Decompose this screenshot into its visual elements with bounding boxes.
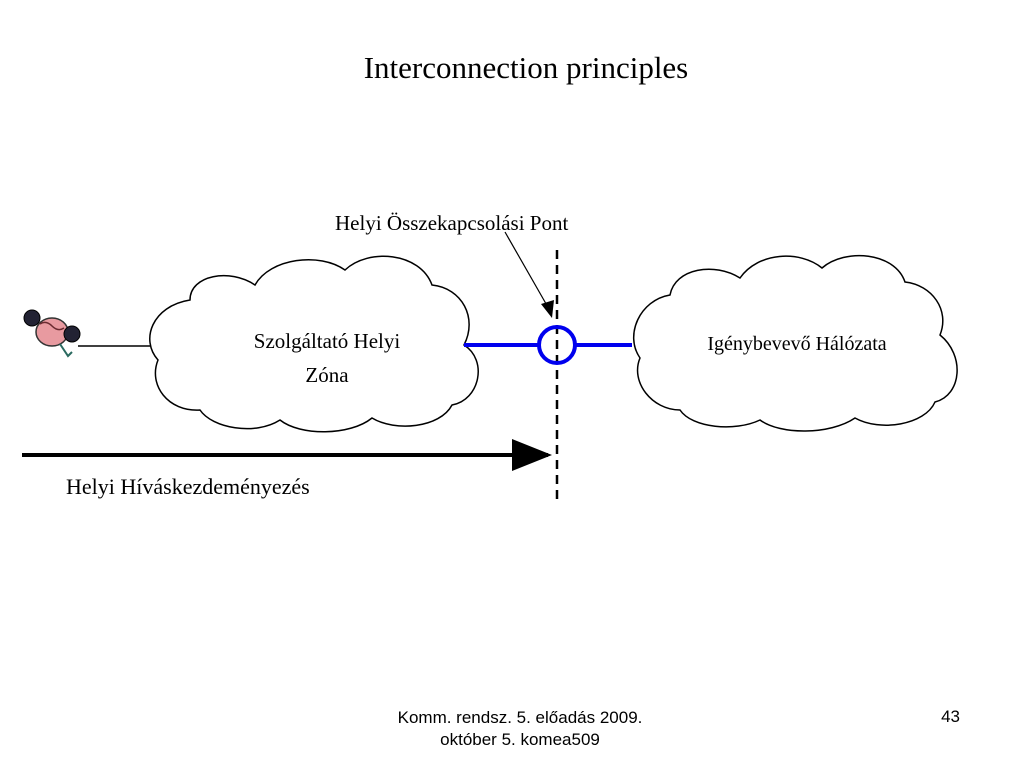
interconnection-point (537, 325, 577, 365)
footer-text: Komm. rendsz. 5. előadás 2009. október 5… (330, 707, 710, 751)
label-pointer-arrowhead (541, 300, 554, 318)
label-pointer (504, 231, 550, 310)
footer-line-2: október 5. komea509 (440, 730, 600, 749)
page-number: 43 (941, 707, 960, 726)
telephone-icon (23, 309, 81, 358)
right-cloud-label: Igénybevevő Hálózata (707, 333, 886, 355)
left-cloud-label-line2: Zóna (305, 363, 349, 387)
left-cloud-label-line1: Szolgáltató Helyi (254, 329, 401, 353)
interconnection-point-label: Helyi Összekapcsolási Pont (335, 211, 568, 235)
footer-line-1: Komm. rendsz. 5. előadás 2009. (397, 708, 643, 727)
slide-title: Interconnection principles (363, 50, 689, 85)
service-provider-cloud (149, 255, 479, 433)
access-seeker-network-cloud (633, 255, 958, 432)
call-origination-label: Helyi Híváskezdeményezés (66, 474, 310, 499)
